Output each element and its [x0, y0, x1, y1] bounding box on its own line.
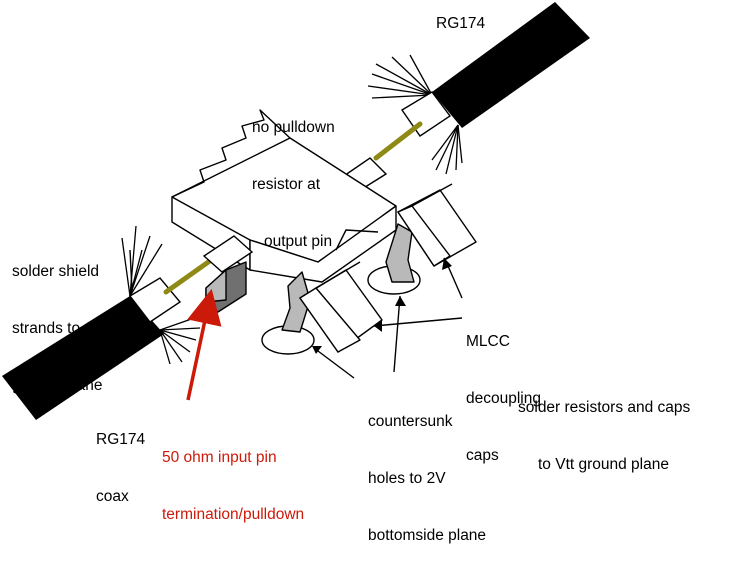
countersunk-label: countersunk holes to 2V bottomside plane: [368, 374, 486, 564]
countersunk-line-3: bottomside plane: [368, 527, 487, 544]
no-pulldown-line-1: no pulldown: [252, 119, 335, 136]
no-pulldown-line-3: output pin: [264, 233, 333, 250]
mlcc-line-2: decoupling: [466, 390, 541, 407]
termination-resistor: [205, 261, 247, 313]
mlcc-line-1: MLCC: [466, 333, 510, 350]
solder-resistors-line-2: to Vtt ground plane: [538, 456, 669, 473]
rg174-coax-line-2: coax: [96, 488, 129, 505]
pointer-arrowheads: [312, 258, 452, 354]
rg174-coax-line-1: RG174: [96, 431, 146, 448]
termination-line-1: 50 ohm input pin: [162, 449, 277, 466]
rg174-top-label: RG174: [436, 15, 486, 32]
no-pulldown-line-2: resistor at: [252, 176, 321, 193]
countersunk-line-1: countersunk: [368, 413, 453, 430]
solder-resistors-label: solder resistors and caps to Vtt ground …: [518, 360, 690, 493]
vtt-resistors: [281, 223, 415, 333]
solder-shield-label: solder shield strands to ground plane: [12, 224, 103, 414]
rg174-coax-label: RG174 coax: [96, 392, 145, 525]
mlcc-capacitors: [299, 183, 477, 353]
diagram-canvas: [2, 2, 590, 420]
termination-line-2: termination/pulldown: [162, 506, 305, 523]
rg174-top-cable: [336, 2, 590, 195]
solder-shield-line-3: ground plane: [12, 377, 103, 394]
countersunk-line-2: holes to 2V: [368, 470, 446, 487]
solder-shield-line-2: strands to: [12, 320, 81, 337]
solder-shield-line-1: solder shield: [12, 263, 100, 280]
mlcc-line-3: caps: [466, 447, 499, 464]
mlcc-label: MLCC decoupling caps: [466, 294, 541, 484]
no-pulldown-label: no pulldown resistor at output pin: [252, 80, 335, 270]
termination-label: 50 ohm input pin termination/pulldown: [162, 410, 304, 543]
termination-arrow: [186, 288, 222, 401]
rg174-coax-cable: [2, 225, 254, 420]
solder-resistors-line-1: solder resistors and caps: [518, 399, 691, 416]
